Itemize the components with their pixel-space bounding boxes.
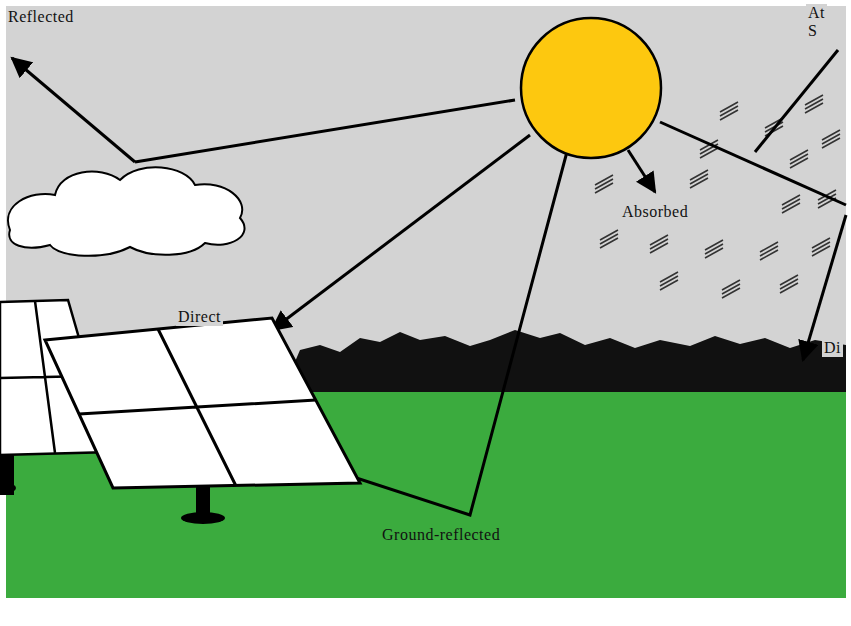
ray-label: Di — [822, 339, 843, 357]
post-base — [0, 483, 16, 493]
ray-label: Absorbed — [620, 203, 690, 221]
ray-label: Reflected — [6, 8, 76, 26]
sky — [6, 6, 846, 386]
mountains — [285, 330, 846, 392]
sun — [521, 18, 661, 158]
radiation-rays — [12, 50, 846, 515]
solar-panel — [45, 318, 360, 524]
ray-label: Direct — [176, 308, 223, 326]
ray-label: Ground-reflected — [380, 526, 502, 544]
cloud — [8, 167, 245, 256]
ray-label: At S — [806, 4, 827, 41]
